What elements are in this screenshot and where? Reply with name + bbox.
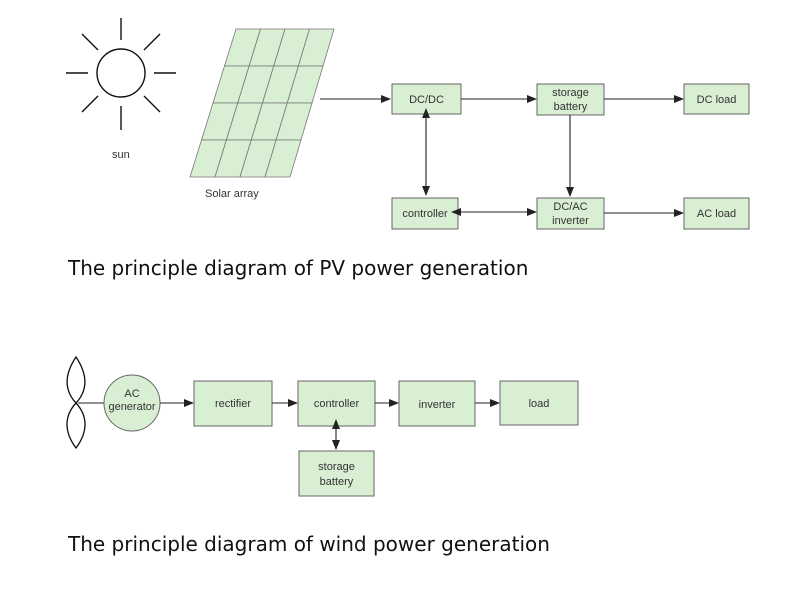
wind-battery-label-line1: storage (318, 461, 355, 473)
solar-array-label: Solar array (205, 188, 259, 200)
controller-label: controller (402, 208, 448, 220)
solar-array-icon (189, 28, 335, 178)
inverter-label-line1: DC/AC (553, 201, 587, 213)
sun-icon (66, 18, 176, 130)
ac-generator-circle: AC generator (103, 374, 161, 432)
wind-inverter-box: inverter (398, 380, 476, 427)
wind-load-label: load (529, 398, 550, 410)
solar-cell (264, 139, 302, 178)
generator-label-line2: generator (108, 401, 155, 413)
battery-label-line1: storage (552, 87, 589, 99)
wind-battery-label-line2: battery (320, 476, 354, 488)
wind-caption: The principle diagram of wind power gene… (67, 532, 550, 556)
generator-label-line1: AC (124, 388, 139, 400)
battery-label-line2: battery (554, 101, 588, 113)
rectifier-label: rectifier (215, 398, 251, 410)
wind-storage-battery-box: storage battery (298, 450, 375, 497)
ac-load-box: AC load (683, 197, 750, 230)
dcac-inverter-box: DC/AC inverter (536, 197, 605, 230)
inverter-label-line2: inverter (552, 215, 589, 227)
dcdc-converter-box: DC/DC (391, 83, 462, 115)
sun-label: sun (112, 149, 130, 161)
dcdc-label: DC/DC (409, 94, 444, 106)
wind-load-box: load (499, 380, 579, 426)
pv-caption: The principle diagram of PV power genera… (67, 256, 528, 280)
dc-load-label: DC load (697, 94, 737, 106)
controller-box: controller (391, 197, 459, 230)
ac-load-label: AC load (697, 208, 736, 220)
wind-controller-label: controller (314, 398, 360, 410)
wind-controller-box: controller (297, 380, 376, 427)
storage-battery-box: storage battery (536, 83, 605, 116)
rectifier-box: rectifier (193, 380, 273, 427)
wind-inverter-label: inverter (419, 399, 456, 411)
wind-turbine-icon (66, 355, 86, 450)
dc-load-box: DC load (683, 83, 750, 115)
